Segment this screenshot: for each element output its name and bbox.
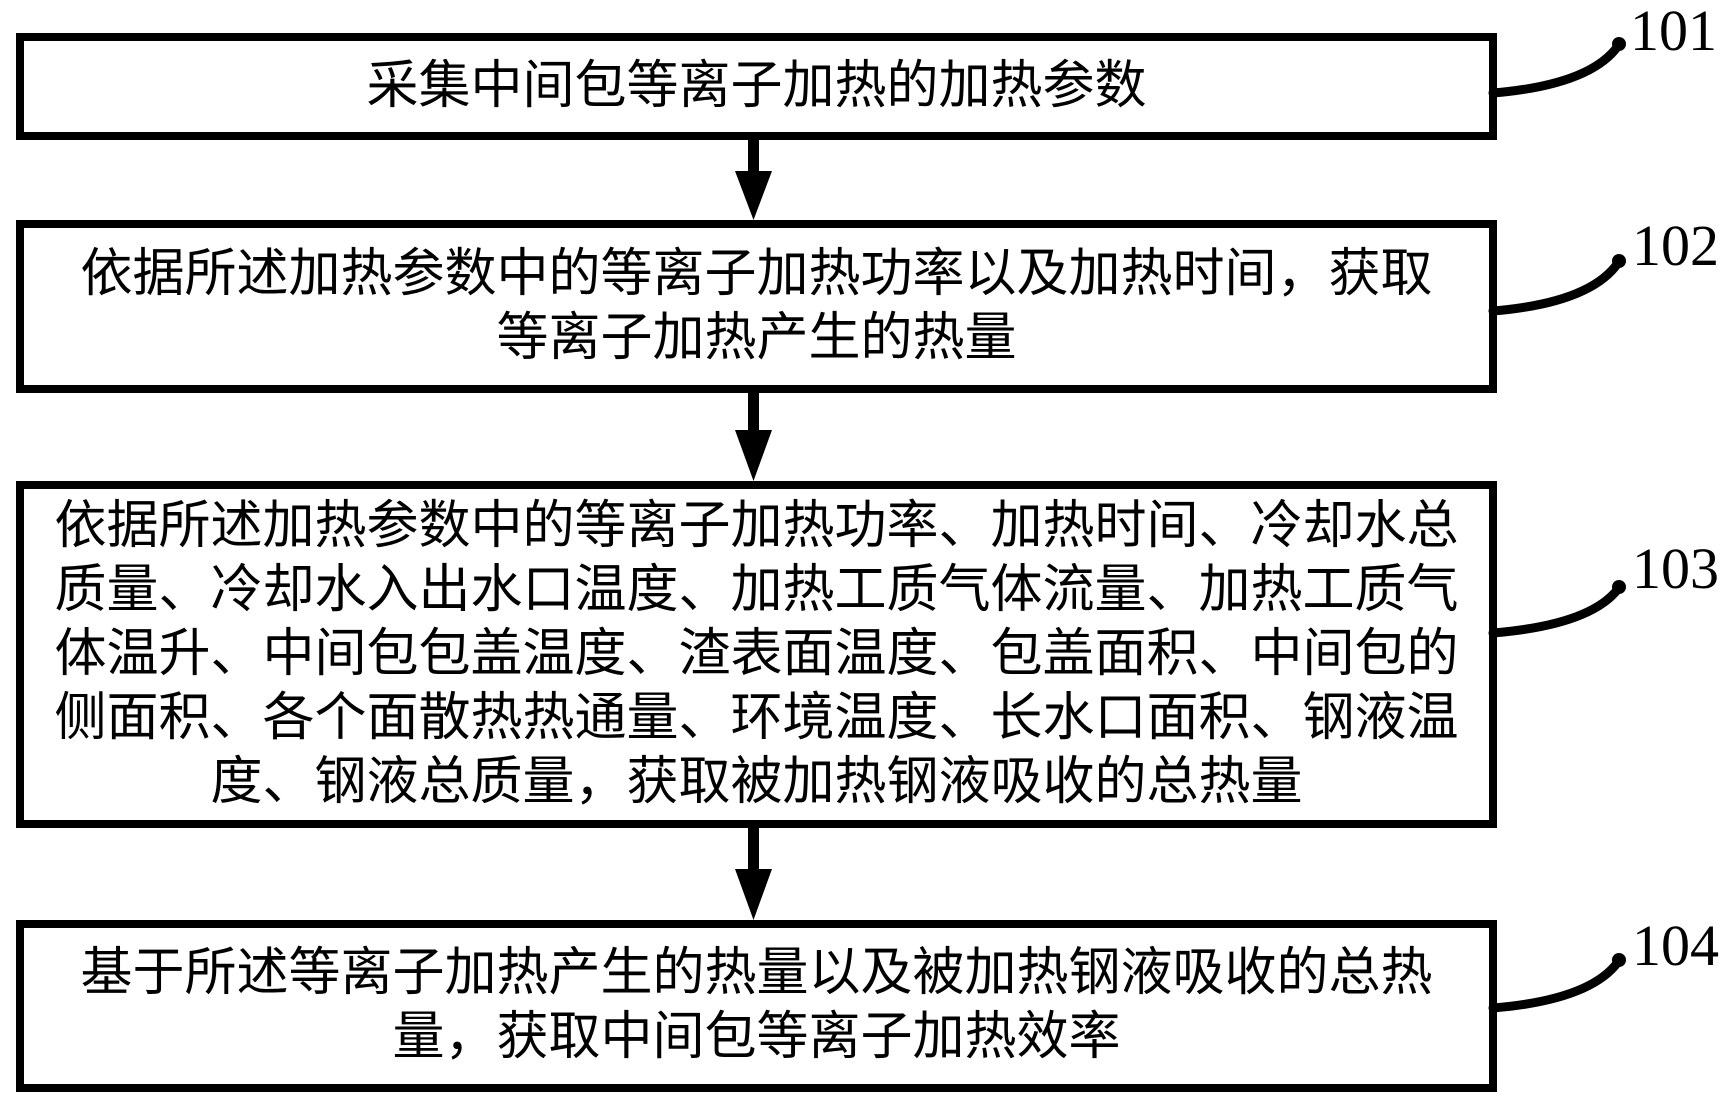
ref-numeral-101: 101 <box>1630 0 1717 63</box>
flow-step-text-104: 基于所述等离子加热产生的热量以及被加热钢液吸收的总热 量，获取中间包等离子加热效… <box>80 945 1433 1066</box>
leader-line-101 <box>1488 37 1626 98</box>
flow-step-box-103: 依据所述加热参数中的等离子加热功率、加热时间、冷却水总 质量、冷却水入出水口温度… <box>16 481 1497 828</box>
down-arrow-icon-2 <box>735 393 772 481</box>
leader-line-102 <box>1488 254 1626 316</box>
leader-line-103 <box>1488 580 1626 638</box>
flow-step-text-103: 依据所述加热参数中的等离子加热功率、加热时间、冷却水总 质量、冷却水入出水口温度… <box>54 497 1459 811</box>
ref-numeral-103: 103 <box>1632 536 1719 601</box>
leader-line-104 <box>1488 953 1626 1013</box>
down-arrow-icon-3 <box>735 828 772 920</box>
flow-step-text-102: 依据所述加热参数中的等离子加热功率以及加热时间，获取 等离子加热产生的热量 <box>80 245 1433 367</box>
flow-step-box-101: 采集中间包等离子加热的加热参数 <box>16 33 1497 140</box>
ref-numeral-102: 102 <box>1632 213 1719 278</box>
flow-step-box-102: 依据所述加热参数中的等离子加热功率以及加热时间，获取 等离子加热产生的热量 <box>16 220 1497 393</box>
down-arrow-icon-1 <box>735 140 772 220</box>
ref-numeral-104: 104 <box>1632 913 1719 978</box>
flow-step-box-104: 基于所述等离子加热产生的热量以及被加热钢液吸收的总热 量，获取中间包等离子加热效… <box>16 920 1497 1092</box>
flow-step-text-101: 采集中间包等离子加热的加热参数 <box>366 57 1147 115</box>
